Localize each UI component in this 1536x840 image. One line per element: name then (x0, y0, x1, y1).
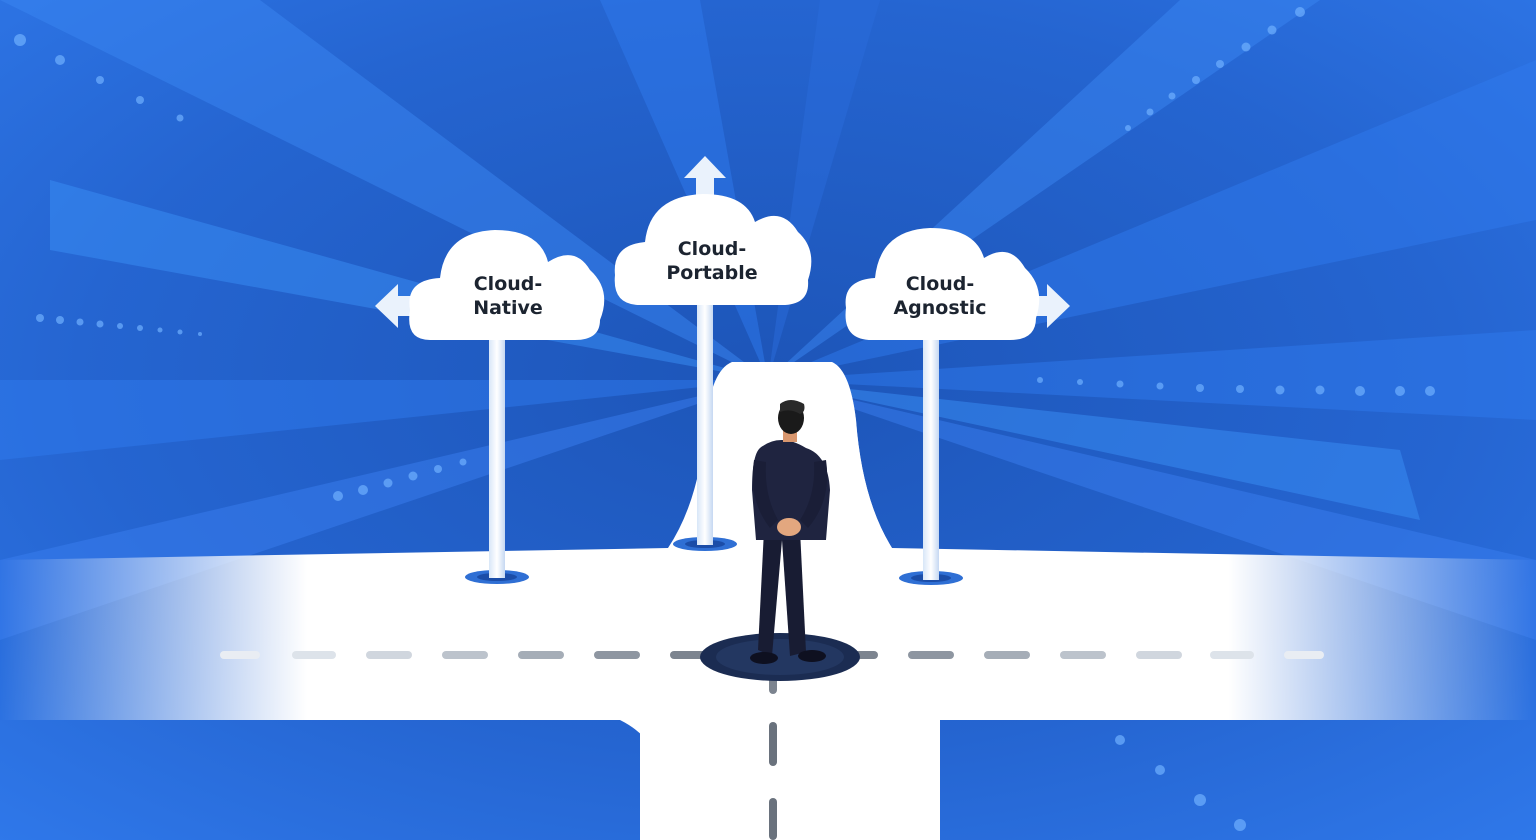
label-cloud-native: Cloud- Native (446, 272, 570, 320)
light-rays (0, 0, 1536, 640)
arrow-right-icon (1015, 284, 1070, 328)
cloud-icon (614, 194, 812, 305)
label-line: Portable (666, 262, 758, 284)
label-cloud-agnostic: Cloud- Agnostic (878, 272, 1002, 320)
label-line: Agnostic (893, 297, 987, 319)
arrow-up-icon (684, 156, 726, 200)
label-line: Cloud- (677, 238, 747, 260)
sign-cloud-agnostic (845, 228, 1070, 585)
label-cloud-portable: Cloud- Portable (650, 237, 774, 285)
businessman-figure (700, 400, 860, 681)
label-line: Cloud- (905, 273, 975, 295)
sign-cloud-native (375, 230, 605, 584)
label-line: Cloud- (473, 273, 543, 295)
cloud-icon (409, 230, 605, 340)
cloud-icon (845, 228, 1040, 340)
label-line: Native (473, 297, 543, 319)
dot-streams (14, 7, 1435, 831)
sign-cloud-portable (614, 156, 812, 551)
arrow-left-icon (375, 284, 430, 328)
